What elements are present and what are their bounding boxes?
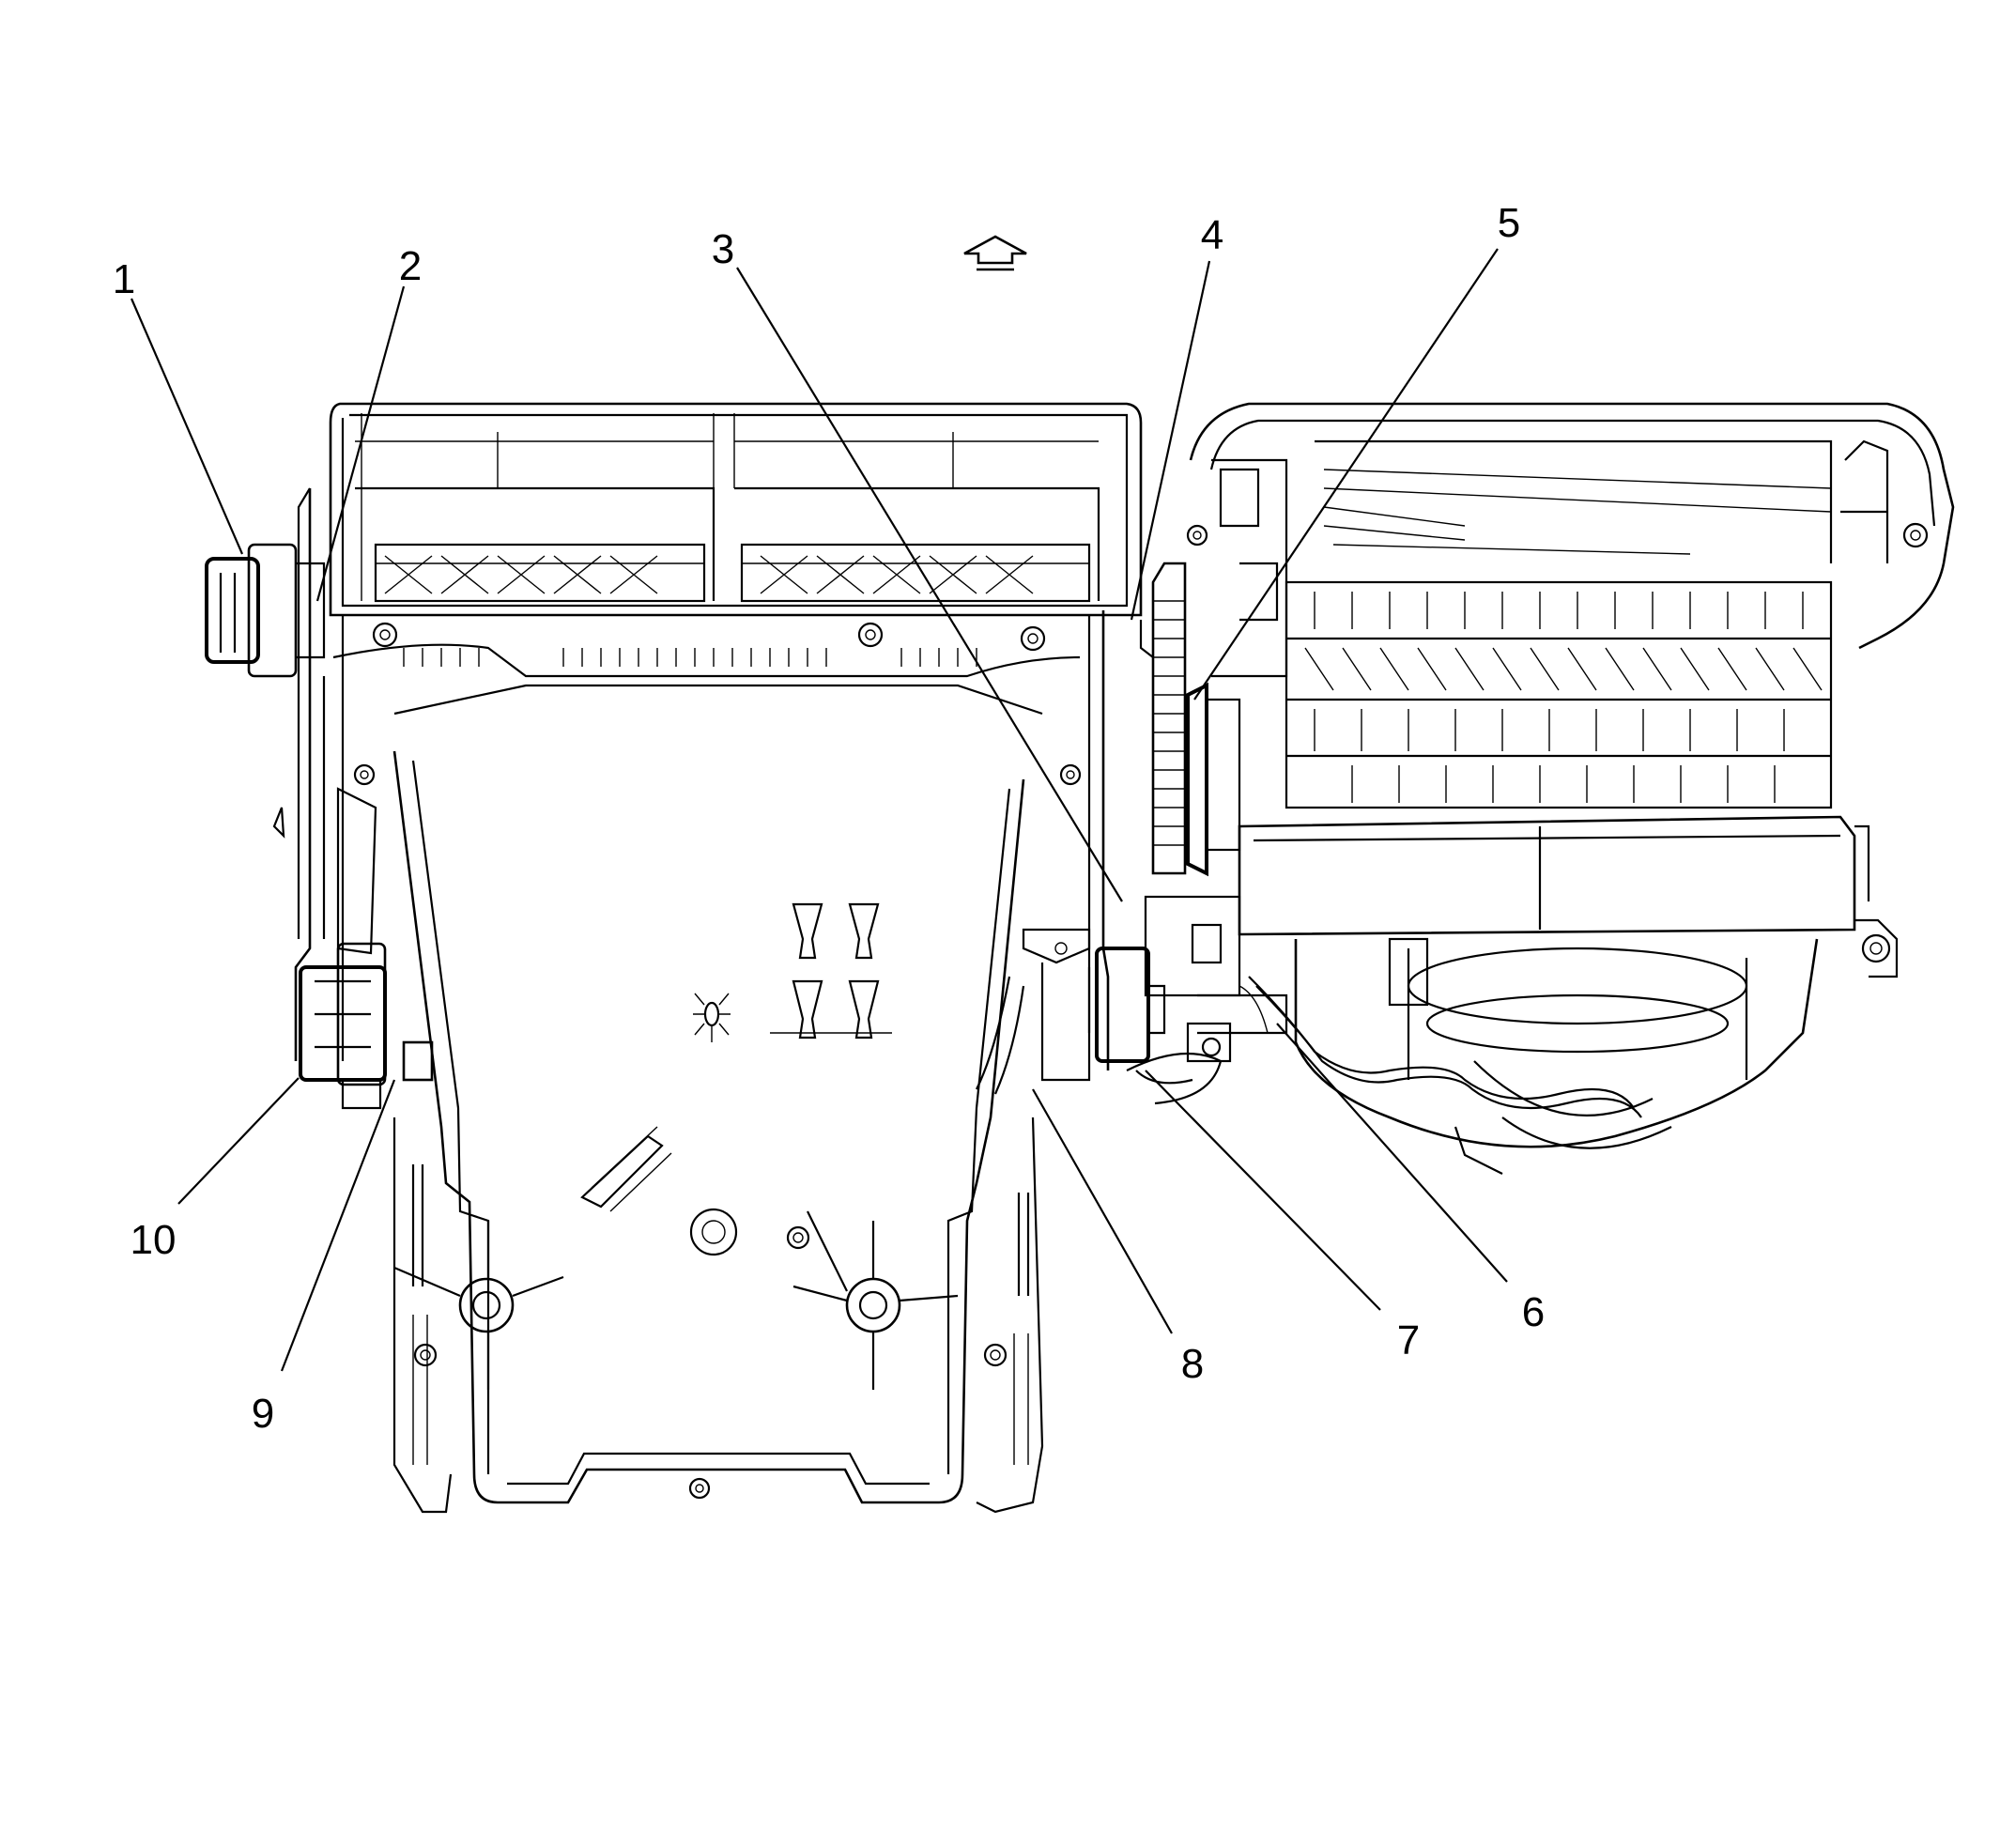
leader-2 [315, 285, 406, 602]
callout-4: 4 [1201, 212, 1223, 258]
leader-10 [177, 1077, 300, 1205]
callout-3: 3 [712, 226, 734, 272]
gear-assembly [1139, 562, 1241, 877]
hvac-case-left [294, 402, 1143, 1514]
callout-labels: 1 2 3 4 5 6 7 8 9 10 [113, 200, 1545, 1437]
leader-8 [1032, 1088, 1173, 1334]
leader-9 [280, 1079, 396, 1372]
actuator-10 [299, 942, 434, 1110]
up-arrow-icon [963, 235, 1027, 271]
callout-10: 10 [131, 1217, 177, 1263]
actuator-8 [976, 928, 1091, 1095]
leader-7 [1145, 1070, 1381, 1311]
callout-8: 8 [1181, 1341, 1204, 1387]
leader-6 [1276, 1023, 1508, 1283]
bolt-boss [353, 622, 1082, 786]
clip-group [580, 902, 892, 1212]
mount-boss-right [792, 1210, 959, 1390]
blower-motor [1238, 937, 1819, 1175]
recirculation-grille [1285, 580, 1833, 809]
actuator-7 [1095, 895, 1241, 1105]
tray-grille [374, 543, 1091, 603]
callout-2: 2 [399, 243, 422, 289]
motor-wiring [1248, 976, 1642, 1118]
callout-9: 9 [252, 1391, 274, 1437]
leader-3 [736, 267, 1123, 902]
mount-boss-left [393, 1221, 564, 1390]
callout-6: 6 [1522, 1289, 1545, 1335]
actuator-connector-1 [205, 543, 326, 678]
callout-7: 7 [1397, 1317, 1420, 1363]
bolt-boss [413, 1225, 1008, 1500]
leader-4 [1130, 260, 1211, 621]
drain-port [689, 1208, 738, 1256]
callout-5: 5 [1498, 200, 1520, 246]
spider-symbol-icon [693, 993, 731, 1042]
left-side-linkage [272, 487, 377, 955]
callout-1: 1 [113, 256, 135, 302]
filter-door [1238, 815, 1899, 978]
leader-1 [130, 298, 244, 555]
blower-housing [1135, 402, 1955, 1175]
leader-5 [1193, 248, 1499, 701]
leader-lines [130, 248, 1508, 1372]
